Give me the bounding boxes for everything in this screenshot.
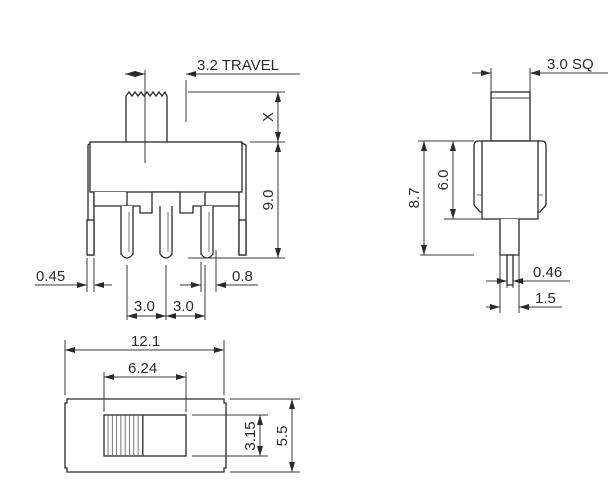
side-pin — [506, 254, 514, 286]
window-length-dimension: 6.24 — [128, 360, 157, 377]
left-terminal-tab — [86, 219, 95, 256]
side-right-bracket — [538, 140, 547, 213]
overall-length-dimension: 12.1 — [131, 333, 160, 350]
actuator — [125, 90, 168, 142]
window-width-dimension: 3.15 — [242, 421, 259, 450]
terminal-thickness-dimension: 0.45 — [36, 268, 65, 285]
right-terminal-tab — [238, 219, 247, 256]
side-body — [481, 140, 539, 220]
switch-body — [89, 141, 243, 193]
pin-right — [200, 206, 214, 259]
travel-dimension: 3.2 TRAVEL — [197, 57, 279, 74]
overall-width-dimension: 5.5 — [274, 426, 291, 447]
pin-center — [159, 206, 173, 259]
pitch-right-dimension: 3.0 — [173, 298, 194, 315]
side-actuator — [490, 91, 531, 142]
side-view: 3.0 SQ 6.0 8.7 0.46 1.5 — [406, 56, 608, 313]
pin-left — [120, 206, 134, 259]
actuator-size-dimension: 3.0 SQ — [547, 56, 594, 73]
top-view: 12.1 6.24 3.15 5.5 — [64, 333, 300, 473]
stem-width-dimension: 1.5 — [535, 290, 556, 307]
pin-width-dimension: 0.8 — [232, 268, 253, 285]
front-view: 3.2 TRAVEL X 9.0 0.45 0.8 3.0 3.0 — [35, 57, 300, 320]
x-dimension: X — [260, 112, 277, 122]
side-stem — [499, 219, 520, 256]
pin-thickness-dimension: 0.46 — [533, 264, 562, 281]
overall-height-dimension: 8.7 — [406, 188, 423, 209]
body-height-dimension: 9.0 — [260, 190, 277, 211]
side-left-bracket — [473, 140, 482, 213]
pitch-left-dimension: 3.0 — [134, 298, 155, 315]
slider-knob-hatch — [107, 415, 143, 456]
slider-window — [103, 414, 187, 457]
side-body-height-dimension: 6.0 — [435, 170, 452, 191]
